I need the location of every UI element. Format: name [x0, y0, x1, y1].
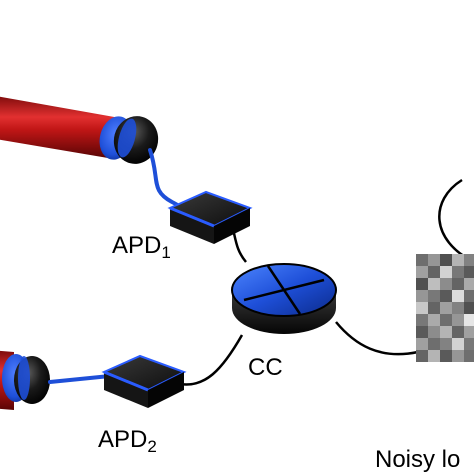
cc-coincidence-counter-icon — [231, 263, 337, 334]
noisy-pixel — [416, 302, 428, 314]
upper-red-tube — [0, 96, 120, 158]
noisy-pixel — [452, 266, 464, 278]
noisy-pixel — [416, 266, 428, 278]
cable-cc-noisy — [335, 321, 419, 356]
upper-fiber-coupler — [0, 96, 159, 164]
noisy-pixel — [464, 350, 474, 362]
noisy-pixel — [452, 254, 464, 266]
noisy-pixel — [464, 290, 474, 302]
noisy-pixel — [428, 302, 440, 314]
noisy-pixel — [428, 314, 440, 326]
noisy-pixel — [428, 266, 440, 278]
noisy-pixel — [440, 338, 452, 350]
lower-blue-fiber — [48, 374, 112, 384]
noisy-pixel — [464, 314, 474, 326]
noisy-pixel — [416, 254, 428, 266]
noisy-pixel — [428, 326, 440, 338]
cable-top-right — [438, 178, 474, 264]
noisy-pixel — [416, 278, 428, 290]
apd2-detector-box-icon — [101, 354, 187, 408]
noisy-pixel — [440, 266, 452, 278]
noisy-pixel — [416, 350, 428, 362]
noisy-pixel — [452, 314, 464, 326]
noisy-pixel — [440, 326, 452, 338]
apd1-label: APD1 — [112, 232, 171, 262]
noisy-pixel — [440, 278, 452, 290]
noisy-pixel — [416, 290, 428, 302]
noisy-pixel — [428, 278, 440, 290]
noisy-pixel — [440, 290, 452, 302]
noisy-pixel — [452, 338, 464, 350]
noisy-pixel — [452, 290, 464, 302]
noisy-pixel — [464, 326, 474, 338]
noisy-pixel — [428, 338, 440, 350]
noisy-pixel — [428, 350, 440, 362]
noisy-pixel — [416, 338, 428, 350]
noisy-pixel — [464, 278, 474, 290]
noisy-pixel — [440, 350, 452, 362]
noisy-pixel — [440, 314, 452, 326]
noisy-pixel — [440, 254, 452, 266]
noisy-pixel — [416, 314, 428, 326]
noisy-pixel — [464, 338, 474, 350]
noisy-pixel — [452, 350, 464, 362]
noisy-pixel — [428, 254, 440, 266]
noisy-pixel-image — [416, 254, 474, 362]
noisy-pixel — [452, 326, 464, 338]
noisy-pixel — [464, 302, 474, 314]
apd1-detector-box-icon — [167, 190, 253, 244]
cable-apd2-cc — [179, 334, 244, 386]
lower-fiber-coupler — [0, 350, 50, 410]
noisy-pixel — [440, 302, 452, 314]
noisy-pixel — [464, 254, 474, 266]
noisy-pixel — [428, 290, 440, 302]
cc-label: CC — [248, 354, 283, 381]
noisy-image-label: Noisy lo — [375, 446, 461, 473]
apd2-label: APD2 — [98, 426, 157, 456]
noisy-pixel — [464, 266, 474, 278]
noisy-pixel — [452, 278, 464, 290]
noisy-pixel — [452, 302, 464, 314]
noisy-pixel — [416, 326, 428, 338]
